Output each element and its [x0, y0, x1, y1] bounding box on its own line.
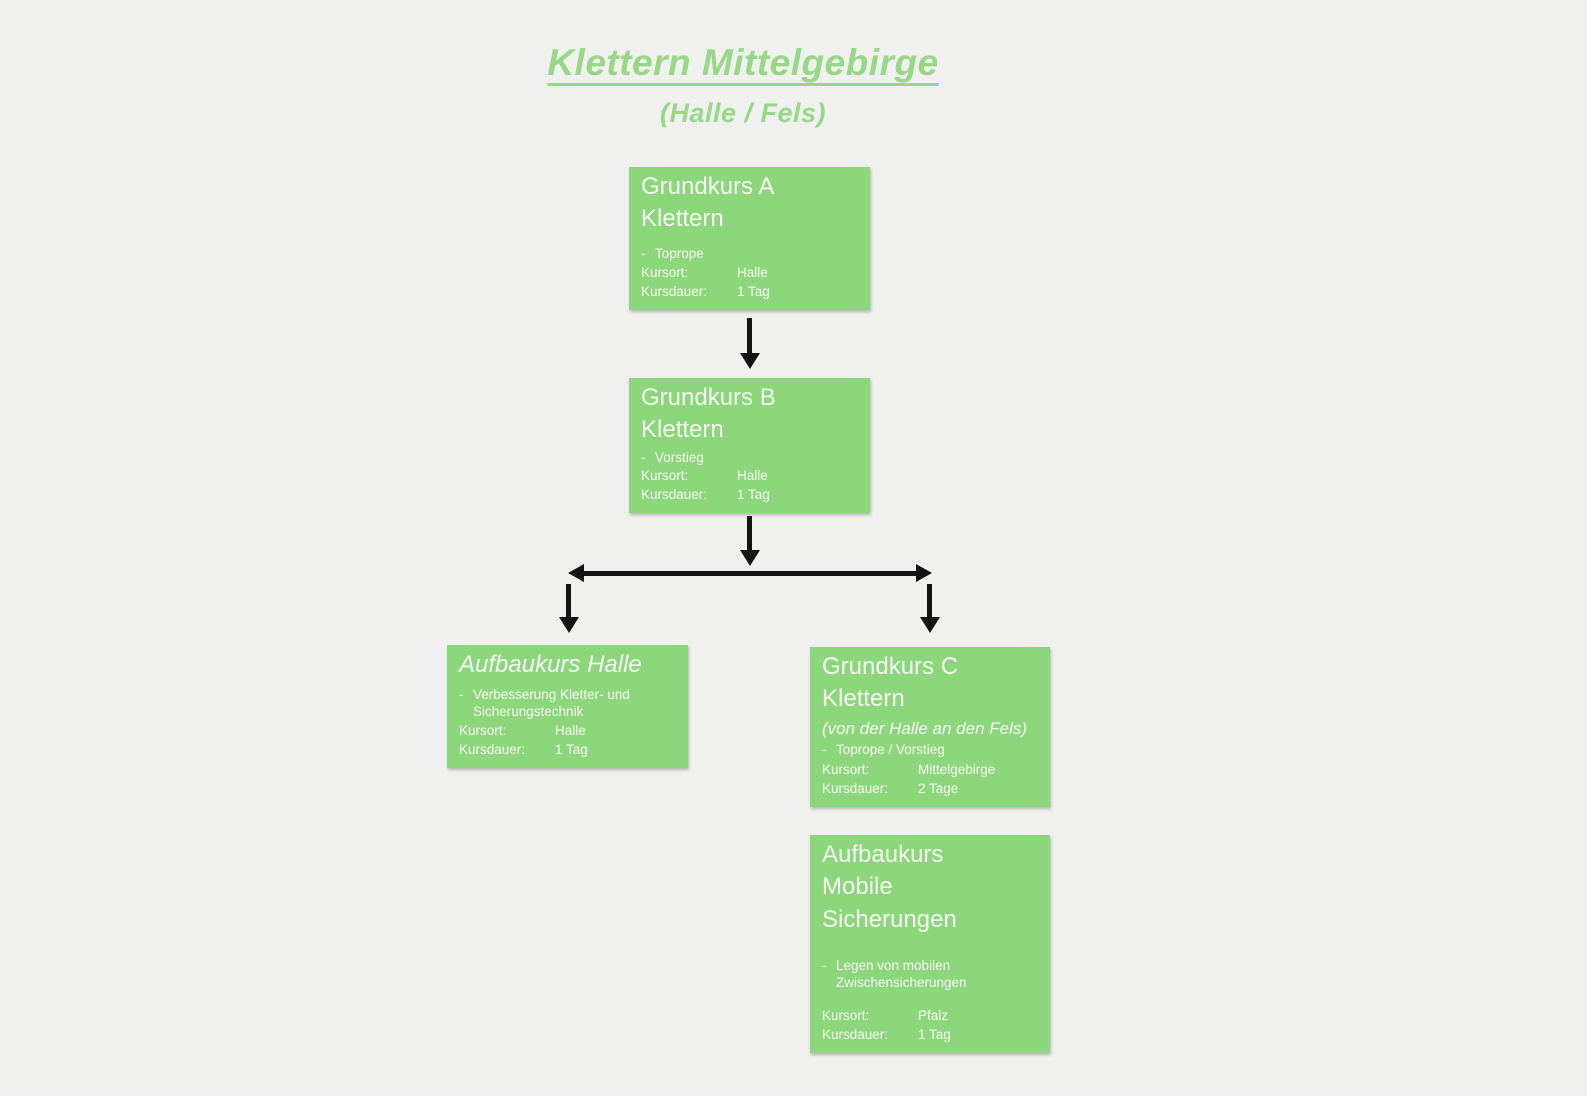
connector-left-branch-arrow	[566, 584, 571, 617]
kursdauer-label: Kursdauer:	[641, 486, 708, 502]
bullet-dash: -	[641, 449, 646, 465]
kursort-value: Halle	[555, 723, 586, 739]
connector-shaft	[581, 571, 919, 576]
course-box-aufbaukurs-halle: Aufbaukurs Halle - Verbesserung Kletter-…	[447, 645, 688, 768]
course-title: Grundkurs B Klettern	[641, 384, 776, 444]
bullet-text: Toprope	[655, 245, 704, 261]
arrow-grundkurs-a-to-b	[747, 318, 752, 353]
course-details: Kursort: Pfalz Kursdauer: 1 Tag	[822, 1008, 1038, 1043]
course-bullet: - Legen von mobilen Zwischensicherungen	[822, 958, 1038, 991]
connector-right-branch-arrow	[927, 584, 932, 617]
kursort-row: Kursort: Mittelgebirge	[822, 762, 1038, 778]
bullet-dash: -	[822, 958, 827, 974]
kursort-row: Kursort: Halle	[459, 723, 676, 739]
kursort-label: Kursort:	[459, 723, 507, 739]
bullet-text: Vorstieg	[655, 449, 704, 465]
kursdauer-value: 1 Tag	[918, 1026, 951, 1042]
course-box-aufbaukurs-mobile-sicherungen: Aufbaukurs Mobile Sicherungen - Legen vo…	[810, 835, 1050, 1053]
kursdauer-row: Kursdauer: 1 Tag	[641, 487, 858, 503]
course-details: Kursort: Mittelgebirge Kursdauer: 2 Tage	[822, 762, 1038, 797]
connector-horizontal-double-arrow	[568, 564, 932, 583]
course-details: Kursort: Halle Kursdauer: 1 Tag	[459, 723, 676, 758]
course-title: Aufbaukurs Halle	[459, 651, 642, 678]
kursdauer-row: Kursdauer: 1 Tag	[641, 284, 858, 300]
kursdauer-value: 1 Tag	[737, 283, 770, 299]
course-subtitle: (von der Halle an den Fels)	[822, 718, 1028, 738]
bullet-text: Toprope / Vorstieg	[836, 742, 945, 758]
kursort-row: Kursort: Halle	[641, 265, 858, 281]
kursort-label: Kursort:	[641, 468, 689, 484]
kursdauer-label: Kursdauer:	[641, 283, 708, 299]
kursdauer-label: Kursdauer:	[822, 780, 889, 796]
kursort-value: Halle	[737, 265, 768, 281]
course-box-grundkurs-c-klettern: Grundkurs C Klettern (von der Halle an d…	[810, 647, 1050, 807]
course-box-grundkurs-b-klettern: Grundkurs B Klettern - Vorstieg Kursort:…	[629, 378, 870, 513]
kursdauer-row: Kursdauer: 2 Tage	[822, 781, 1038, 797]
course-bullet: - Verbesserung Kletter- und Sicherungste…	[459, 687, 676, 720]
course-title: Grundkurs C Klettern	[822, 653, 959, 713]
kursdauer-label: Kursdauer:	[459, 741, 526, 757]
bullet-text: Legen von mobilen Zwischensicherungen	[836, 958, 967, 990]
course-details: Kursort: Halle Kursdauer: 1 Tag	[641, 265, 858, 300]
page-title: Klettern Mittelgebirge	[547, 42, 939, 83]
course-bullet: - Vorstieg	[641, 450, 858, 466]
kursdauer-value: 2 Tage	[918, 780, 959, 796]
bullet-dash: -	[641, 245, 646, 261]
kursort-label: Kursort:	[641, 265, 689, 281]
bullet-text: Verbesserung Kletter- und Sicherungstech…	[473, 687, 630, 719]
page-subtitle: (Halle / Fels)	[659, 98, 827, 128]
course-title: Grundkurs A Klettern	[641, 173, 775, 233]
kursdauer-row: Kursdauer: 1 Tag	[459, 742, 676, 758]
heading-block: Klettern Mittelgebirge (Halle / Fels)	[0, 42, 1486, 129]
course-bullet: - Toprope	[641, 246, 858, 262]
kursdauer-value: 1 Tag	[555, 741, 588, 757]
kursort-row: Kursort: Halle	[641, 468, 858, 484]
kursort-row: Kursort: Pfalz	[822, 1008, 1038, 1024]
bullet-dash: -	[822, 742, 827, 758]
course-bullet: - Toprope / Vorstieg	[822, 742, 1038, 758]
course-box-grundkurs-a-klettern: Grundkurs A Klettern - Toprope Kursort: …	[629, 167, 870, 310]
kursort-value: Halle	[737, 468, 768, 484]
course-title: Aufbaukurs Mobile Sicherungen	[822, 841, 957, 933]
kursort-label: Kursort:	[822, 1008, 870, 1024]
kursort-value: Mittelgebirge	[918, 762, 996, 778]
kursdauer-row: Kursdauer: 1 Tag	[822, 1027, 1038, 1043]
kursort-value: Pfalz	[918, 1008, 949, 1024]
course-details: Kursort: Halle Kursdauer: 1 Tag	[641, 468, 858, 503]
bullet-dash: -	[459, 687, 464, 703]
kursdauer-label: Kursdauer:	[822, 1026, 889, 1042]
kursort-label: Kursort:	[822, 762, 870, 778]
kursdauer-value: 1 Tag	[737, 486, 770, 502]
connector-stem-arrow	[747, 516, 752, 550]
